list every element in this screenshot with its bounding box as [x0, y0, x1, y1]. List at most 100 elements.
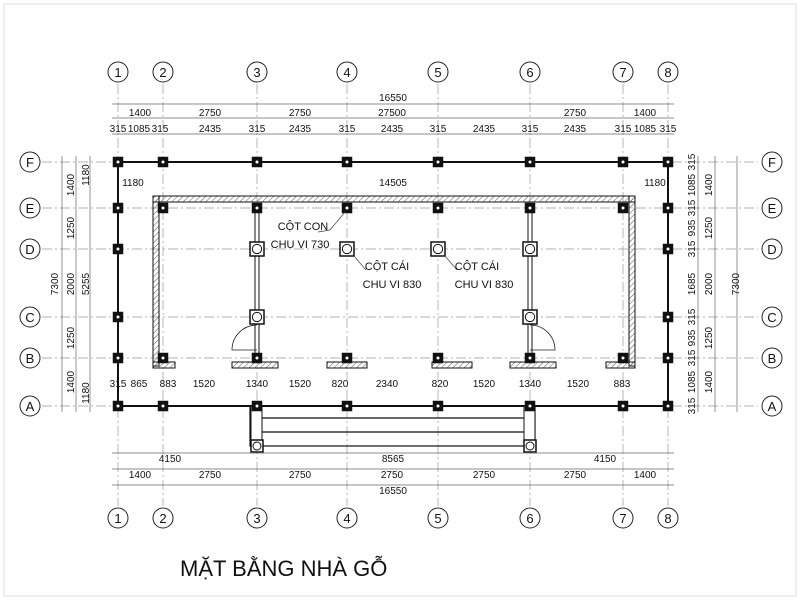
axis-label-C: C — [25, 310, 34, 325]
axis-label-F: F — [768, 155, 776, 170]
axis-label-4: 4 — [343, 65, 350, 80]
dimension-label: 1085 — [687, 370, 698, 393]
dimension-label: 2750 — [564, 108, 587, 119]
walls — [117, 161, 669, 447]
column-core — [341, 243, 353, 255]
axis-bubble — [761, 238, 783, 260]
dimension-lines — [61, 103, 738, 486]
dimension-label: 2435 — [564, 124, 587, 135]
axis-label-1: 1 — [114, 65, 121, 80]
dimension-label: 315 — [249, 124, 266, 135]
column-core — [160, 205, 166, 211]
column-core — [527, 355, 533, 361]
dimension-label: 5255 — [81, 272, 92, 295]
dimension-label: 16550 — [379, 93, 407, 104]
axis-label-F: F — [26, 155, 34, 170]
dimension-label: 4150 — [159, 454, 182, 465]
axis-label-1: 1 — [114, 511, 121, 526]
axis-label-2: 2 — [159, 511, 166, 526]
column-core — [665, 355, 671, 361]
dimension-label: 27500 — [378, 108, 406, 119]
dimension-label: 1520 — [567, 379, 590, 390]
axis-bubble — [19, 197, 41, 219]
axis-label-8: 8 — [664, 65, 671, 80]
column-core — [620, 205, 626, 211]
dimension-label: 2750 — [199, 108, 222, 119]
axis-bubble — [612, 61, 634, 83]
partition-wall — [527, 207, 533, 359]
dimension-label: 315 — [110, 379, 127, 390]
dimension-label: 1180 — [81, 382, 92, 404]
column-core — [115, 246, 121, 252]
axis-bubble — [19, 238, 41, 260]
axis-label-7: 7 — [619, 511, 626, 526]
column-core — [115, 355, 121, 361]
dimension-label: 315 — [152, 124, 169, 135]
axis-bubble — [657, 507, 679, 529]
dimension-label: 315 — [522, 124, 539, 135]
axis-bubble — [19, 347, 41, 369]
column-core — [665, 246, 671, 252]
axis-bubble — [336, 61, 358, 83]
axis-bubble — [427, 61, 449, 83]
leader-line — [317, 211, 346, 233]
door-swing — [231, 324, 258, 351]
note-cot-cai-size: CHU VI 830 — [363, 279, 422, 291]
dimension-label: 315 — [687, 199, 698, 216]
dimension-label: 315 — [687, 153, 698, 170]
column-core — [254, 403, 260, 409]
dimension-label: 1685 — [687, 272, 698, 295]
partition-wall — [254, 207, 260, 359]
wall-segment — [152, 195, 160, 367]
axis-label-5: 5 — [434, 511, 441, 526]
axis-bubble — [19, 395, 41, 417]
leader-line — [353, 255, 367, 271]
columns — [112, 156, 674, 453]
column-core — [115, 205, 121, 211]
dimension-label: 1340 — [519, 379, 542, 390]
column-core — [115, 403, 121, 409]
axis-label-B: B — [26, 351, 35, 366]
dimension-label: 1400 — [66, 370, 77, 393]
column-core — [665, 159, 671, 165]
column-core — [160, 159, 166, 165]
dimension-label: 865 — [131, 379, 148, 390]
axis-label-4: 4 — [343, 511, 350, 526]
dimension-label: 1180 — [644, 178, 666, 189]
dimension-label: 1400 — [634, 108, 657, 119]
column-core — [665, 403, 671, 409]
column-core — [432, 243, 444, 255]
dimension-label: 935 — [687, 219, 698, 236]
column-core — [665, 205, 671, 211]
dimension-label: 1400 — [704, 370, 715, 393]
axis-bubble — [19, 151, 41, 173]
dimension-label: 1180 — [122, 178, 144, 189]
axis-label-6: 6 — [526, 65, 533, 80]
dimension-label: 1400 — [129, 470, 152, 481]
axis-bubble — [612, 507, 634, 529]
axis-bubble — [761, 306, 783, 328]
dimension-label: 2750 — [289, 108, 312, 119]
dimension-label: 2435 — [199, 124, 222, 135]
dimension-label: 2750 — [381, 470, 404, 481]
axis-label-B: B — [768, 351, 777, 366]
dimension-label: 2750 — [289, 470, 312, 481]
column-core — [251, 243, 263, 255]
dimension-label: 1085 — [634, 124, 657, 135]
axis-label-E: E — [26, 201, 35, 216]
dimension-label: 315 — [687, 240, 698, 257]
column-core — [435, 403, 441, 409]
column-core — [344, 205, 350, 211]
column-core — [254, 355, 260, 361]
dimension-label: 2435 — [289, 124, 312, 135]
porch — [249, 405, 536, 447]
note-cot-cai: CỘT CÁI — [455, 260, 499, 273]
axis-bubble — [246, 507, 268, 529]
dimension-label: 7300 — [50, 272, 61, 295]
axis-bubble — [336, 507, 358, 529]
note-cot-cai-size: CHU VI 830 — [455, 279, 514, 291]
column-core — [344, 159, 350, 165]
door-swing — [529, 324, 556, 351]
dimension-label: 1400 — [704, 173, 715, 196]
